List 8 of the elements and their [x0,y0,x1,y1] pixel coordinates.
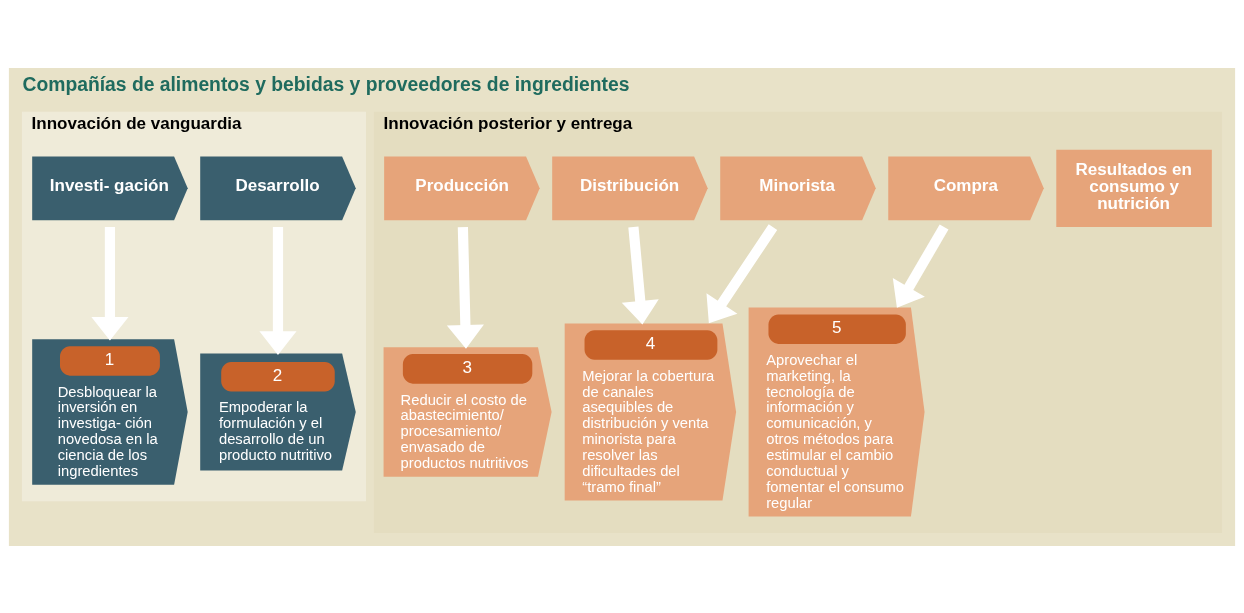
arrow [446,226,484,349]
arrow [892,223,949,308]
arrow [706,223,778,323]
arrow [91,226,129,340]
arrow [259,226,297,355]
node-box: Resultados en consumo y nutrición [1056,149,1212,227]
diagram-title: Compañías de alimentos y bebidas y proveedores de ingredientes [22,73,630,95]
arrow [621,226,659,325]
